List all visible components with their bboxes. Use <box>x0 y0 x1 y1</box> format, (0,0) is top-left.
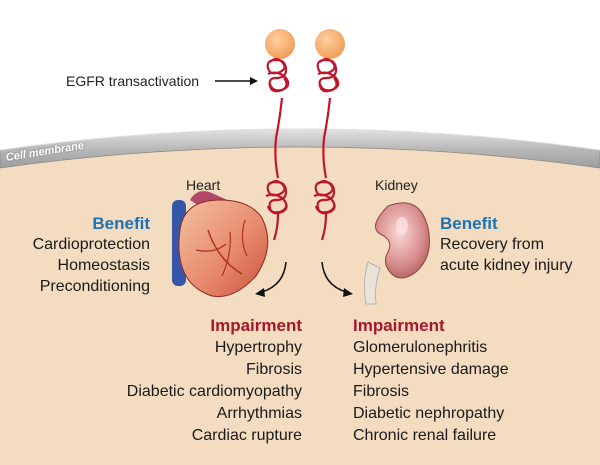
kidney-image <box>364 202 430 305</box>
ligand-right <box>315 29 345 59</box>
kidney-impairment-item: Diabetic nephropathy <box>353 405 505 422</box>
egfr-receptor-left <box>265 57 290 241</box>
kidney-title: Kidney <box>375 177 418 193</box>
heart-image <box>172 191 269 298</box>
kidney-impairment-item: Glomerulonephritis <box>353 339 488 356</box>
kidney-impairment-item: Hypertensive damage <box>353 361 509 378</box>
heart-impairment-item: Diabetic cardiomyopathy <box>126 383 302 400</box>
heart-impairment-title: Impairment <box>210 316 302 335</box>
heart-benefit-item: Homeostasis <box>57 257 150 274</box>
kidney-impairment-item: Fibrosis <box>353 383 410 400</box>
kidney-benefit-item: Recovery from <box>440 236 545 253</box>
cytoplasm-area <box>0 143 600 465</box>
ligand-left <box>265 29 295 59</box>
arrow-to-kidney <box>321 261 347 293</box>
heart-impairment-item: Hypertrophy <box>214 339 302 356</box>
egfr-label: EGFR transactivation <box>66 73 200 89</box>
heart-benefit-item: Cardioprotection <box>32 236 150 253</box>
kidney-benefit-title: Benefit <box>440 214 498 233</box>
egfr-receptor-right <box>313 57 340 241</box>
kidney-impairment-item: Chronic renal failure <box>353 427 497 444</box>
heart-benefit-item: Preconditioning <box>39 278 150 295</box>
kidney-impairment-title: Impairment <box>353 316 445 335</box>
arrow-to-heart <box>261 261 287 293</box>
heart-title: Heart <box>186 177 221 193</box>
heart-impairment-item: Cardiac rupture <box>191 427 302 444</box>
kidney-benefit-item: acute kidney injury <box>440 257 573 274</box>
heart-impairment-item: Arrhythmias <box>216 405 302 422</box>
heart-benefit-title: Benefit <box>92 214 150 233</box>
heart-impairment-item: Fibrosis <box>245 361 302 378</box>
